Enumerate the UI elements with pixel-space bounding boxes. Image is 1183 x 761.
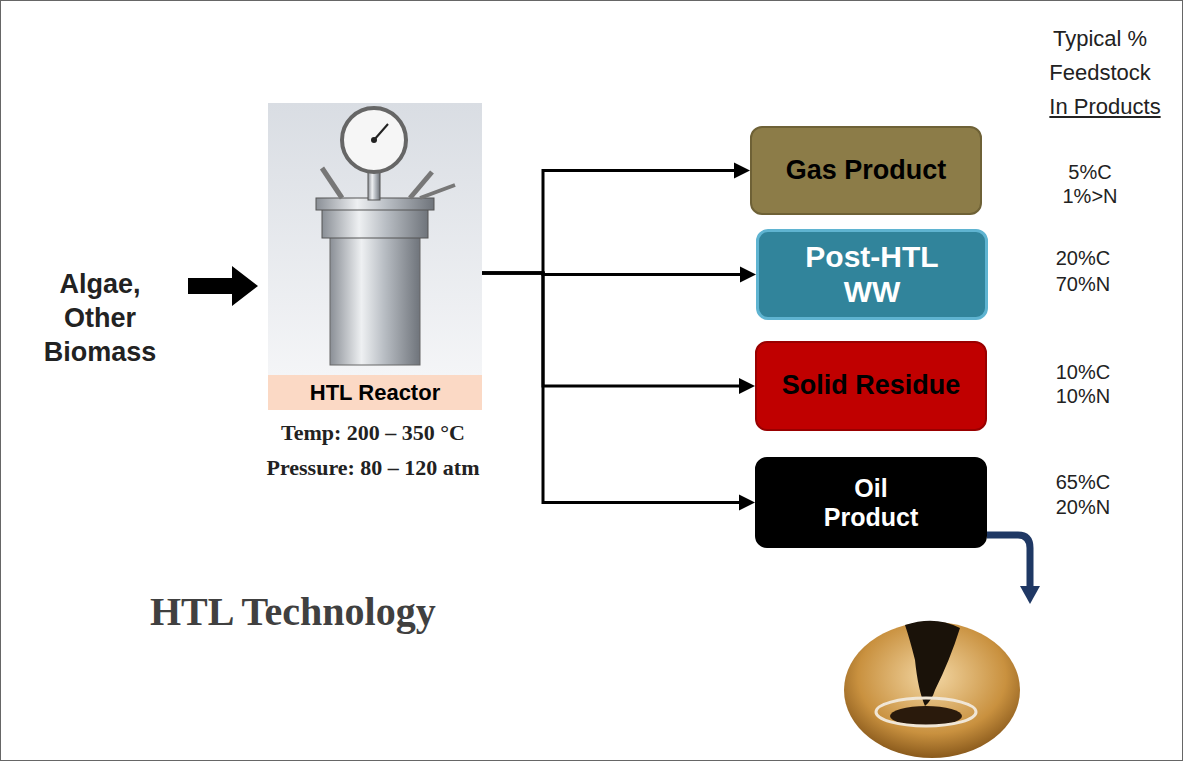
reactor-label-band: HTL Reactor bbox=[268, 375, 482, 410]
flow-connector bbox=[482, 273, 755, 394]
percent-value-holder: 1%>N bbox=[1050, 184, 1130, 208]
product-box: Solid Residue bbox=[755, 341, 987, 431]
column-header: Typical % Feedstock bbox=[1030, 22, 1170, 90]
reactor-illustration bbox=[268, 103, 482, 375]
node-text: Post-HTL WW bbox=[797, 240, 947, 309]
node-text: Solid Residue bbox=[782, 370, 961, 401]
curved-arrow-head bbox=[1020, 586, 1040, 604]
node-text: HTL Reactor bbox=[310, 380, 440, 405]
percent-value-holder: 10%N bbox=[1043, 384, 1123, 408]
node-text: Oil Product bbox=[814, 474, 929, 532]
percent-value-holder: 65%C bbox=[1043, 470, 1123, 494]
reactor-box: HTL Reactor bbox=[268, 103, 482, 410]
percent-value: 20%N bbox=[1056, 495, 1110, 519]
oil-picture bbox=[844, 621, 1020, 758]
percent-value: 5%C bbox=[1068, 160, 1111, 184]
product-box: Oil Product bbox=[755, 457, 987, 548]
percent-value-holder: 70%N bbox=[1043, 272, 1123, 296]
input-label: Algae, Other Biomass bbox=[30, 268, 170, 369]
condition-text-holder: Temp: 200 – 350 °C bbox=[200, 420, 546, 446]
percent-value-holder: 10%C bbox=[1043, 360, 1123, 384]
percent-value: 65%C bbox=[1056, 470, 1110, 494]
column-header-holder: Typical % Feedstock bbox=[1020, 22, 1180, 90]
node-text: Gas Product bbox=[786, 155, 947, 186]
diagram-title: HTL Technology bbox=[150, 588, 436, 636]
percent-value: 10%N bbox=[1056, 384, 1110, 408]
product-box: Gas Product bbox=[750, 126, 982, 215]
percent-value: 70%N bbox=[1056, 272, 1110, 296]
percent-value-holder: 20%N bbox=[1043, 495, 1123, 519]
curved-arrow bbox=[987, 535, 1030, 588]
percent-value-holder: 5%C bbox=[1050, 160, 1130, 184]
flow-connector bbox=[482, 273, 755, 511]
product-box: Post-HTL WW bbox=[756, 229, 988, 320]
condition-text: Temp: 200 – 350 °C bbox=[281, 420, 465, 446]
diagram-title-holder: HTL Technology bbox=[150, 588, 620, 636]
condition-text-holder: Pressure: 80 – 120 atm bbox=[190, 455, 556, 481]
input-arrow bbox=[188, 266, 258, 306]
percent-value: 1%>N bbox=[1062, 184, 1117, 208]
column-header: In Products bbox=[1049, 94, 1160, 120]
column-header-holder: In Products bbox=[1030, 94, 1180, 120]
input-label-holder: Algae, Other Biomass bbox=[20, 268, 180, 369]
percent-value: 20%C bbox=[1056, 246, 1110, 270]
flow-connector bbox=[482, 163, 750, 274]
percent-value: 10%C bbox=[1056, 360, 1110, 384]
condition-text: Pressure: 80 – 120 atm bbox=[266, 455, 479, 481]
percent-value-holder: 20%C bbox=[1043, 246, 1123, 270]
